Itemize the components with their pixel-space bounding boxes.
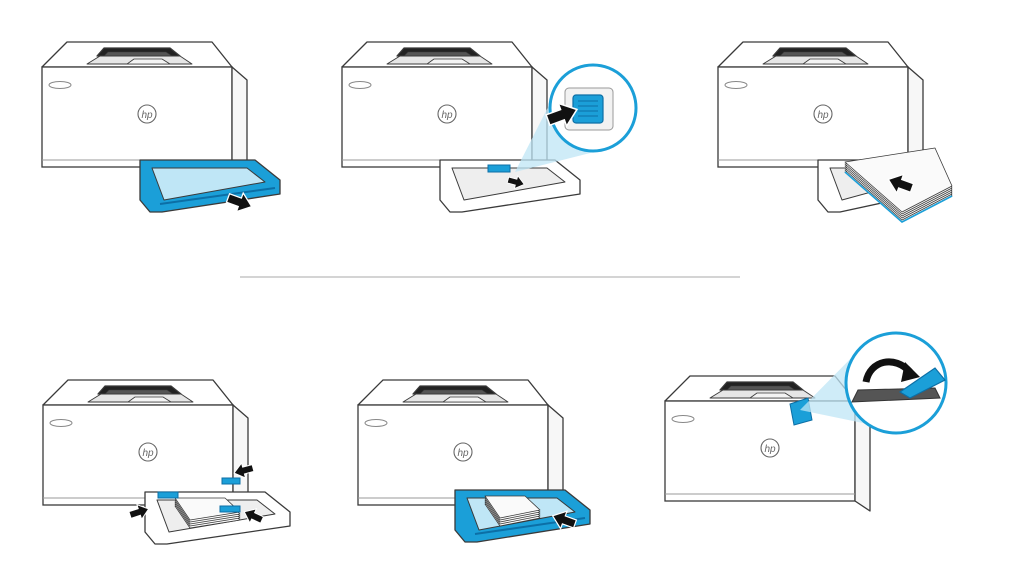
tray-edge [159, 187, 276, 205]
arrow-shape [545, 102, 579, 128]
paper-tray [439, 159, 581, 213]
step-1-pull-out-tray: hp [41, 41, 281, 213]
arrow-shape [225, 191, 253, 213]
printer-front [42, 404, 234, 506]
hp-logo-text: hp [141, 110, 153, 121]
hp-logo-text: hp [142, 448, 154, 459]
insert-arrow [887, 173, 915, 195]
hp-logo-text: hp [817, 110, 829, 121]
width-guide-right [221, 477, 241, 485]
tray-floor [451, 167, 566, 201]
control-panel [724, 81, 748, 89]
printer-icon: hp [664, 375, 871, 512]
output-bin-lip [442, 396, 487, 403]
length-guide [487, 164, 511, 173]
output-stop-zoom [898, 367, 946, 399]
output-slot-inner [419, 389, 489, 395]
zoom-callout-icon [800, 331, 948, 435]
arrow-shape [233, 461, 255, 479]
printer-icon: hp [717, 41, 924, 178]
hp-logo-icon [760, 438, 780, 458]
printer-front [341, 66, 533, 168]
hp-logo-icon [138, 442, 158, 462]
step-3-insert-paper-stack: hp [717, 41, 953, 223]
printer-front [664, 400, 856, 502]
paper-sheet [484, 495, 541, 519]
output-bin-lip [802, 58, 847, 65]
output-slot-inner [779, 51, 849, 57]
guide-arrow-top [233, 461, 255, 479]
control-panel [671, 415, 695, 423]
paper-tray [144, 491, 291, 545]
push-arrow [551, 510, 578, 531]
arrow-shape [887, 173, 915, 195]
arrow-shape [243, 508, 265, 524]
arrow-shape [551, 510, 578, 531]
output-bin-lip [127, 396, 172, 403]
length-guide-back [219, 505, 241, 513]
paper-stack-edge [844, 171, 953, 223]
output-slot-inner [726, 385, 796, 391]
printer-icon: hp [41, 41, 248, 178]
guide-arrow-left [128, 503, 150, 521]
guide-arrow-right [243, 508, 265, 524]
output-slot-inner [403, 51, 473, 57]
output-bin-lip [749, 392, 794, 399]
paper-tray [139, 159, 281, 213]
hp-logo-icon [437, 104, 457, 124]
output-slot-inner [104, 389, 174, 395]
hp-logo-icon [137, 104, 157, 124]
hp-logo-text: hp [441, 110, 453, 121]
hp-logo-text: hp [764, 444, 776, 455]
step-4-adjust-width-guides: hp [42, 379, 291, 545]
control-panel [48, 81, 72, 89]
step-2-slide-length-guide: hp [341, 41, 638, 213]
hp-logo-icon [453, 442, 473, 462]
printer-front [717, 66, 909, 168]
flip-arrow-head [901, 362, 920, 382]
slide-arrow [506, 174, 525, 190]
arrow-shape [506, 174, 525, 190]
printer-front [41, 66, 233, 168]
output-bin-lip [126, 58, 171, 65]
hp-logo-text: hp [457, 448, 469, 459]
pull-arrow [225, 191, 253, 213]
hp-logo-icon [813, 104, 833, 124]
control-panel [348, 81, 372, 89]
printer-icon: hp [42, 379, 249, 516]
arrow-shape [128, 503, 150, 521]
printer-front [357, 404, 549, 506]
step-6-unfold-output-stop: hp [664, 331, 948, 512]
output-bin-lip [426, 58, 471, 65]
width-guide-left [157, 491, 179, 499]
control-panel [49, 419, 73, 427]
printer-icon: hp [341, 41, 548, 178]
output-slot-inner [103, 51, 173, 57]
step-5-push-tray-in: hp [357, 379, 591, 543]
tray-floor [151, 167, 266, 201]
paper-tray [454, 489, 591, 543]
press-arrow [545, 102, 579, 128]
callout-circle [844, 331, 948, 435]
control-panel [364, 419, 388, 427]
